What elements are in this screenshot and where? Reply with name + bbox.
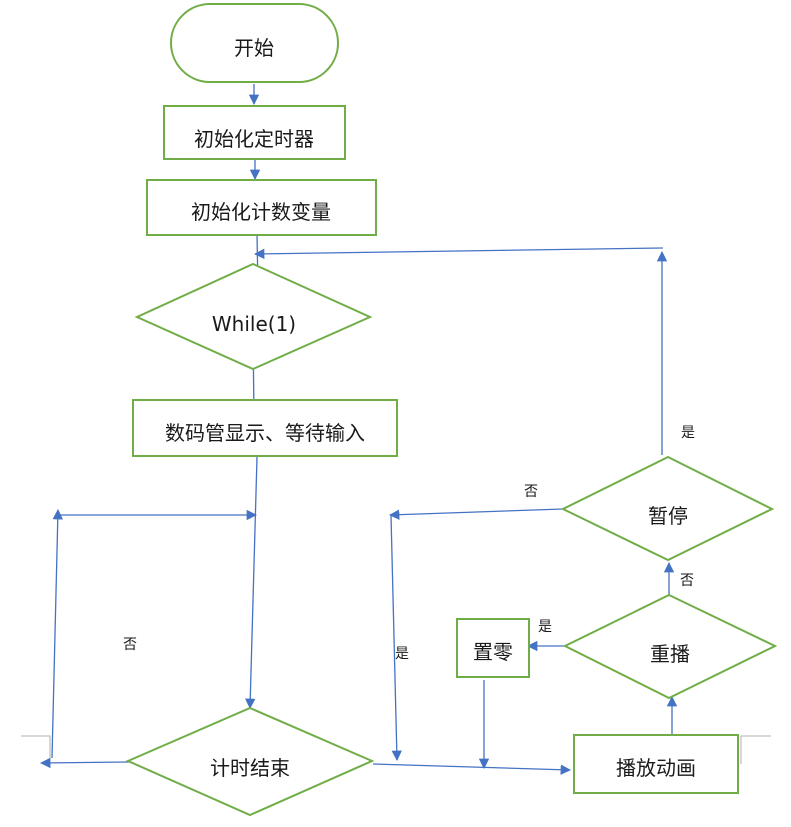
node-init-timer-label: 初始化定时器 (194, 127, 314, 151)
node-play-animation-label: 播放动画 (616, 756, 696, 780)
edge-label-pause-yes: 是 (681, 425, 695, 441)
node-init-counter[interactable]: 初始化计数变量 (146, 179, 377, 236)
edge-pause-no (388, 508, 564, 762)
node-display-wait[interactable]: 数码管显示、等待输入 (132, 399, 398, 457)
node-start[interactable]: 开始 (170, 3, 339, 83)
process-shape (163, 105, 346, 160)
node-timer-end-label: 计时结束 (210, 756, 290, 780)
node-replay-label: 重播 (650, 642, 690, 666)
node-init-counter-label: 初始化计数变量 (191, 200, 331, 224)
node-pause-label: 暂停 (648, 504, 688, 528)
connectors (39, 84, 678, 775)
node-init-timer[interactable]: 初始化定时器 (163, 105, 346, 160)
edge-label-pause-no: 否 (524, 484, 538, 500)
edge-label-timer-no: 否 (123, 637, 137, 653)
process-shape (573, 734, 739, 794)
process-shape (456, 618, 530, 678)
decision-shape (134, 262, 373, 371)
decision-shape (560, 455, 775, 562)
process-shape (146, 179, 377, 236)
node-replay[interactable]: 重播 (562, 593, 778, 700)
edge-label-replay-no: 否 (680, 573, 694, 589)
node-reset-zero[interactable]: 置零 (456, 618, 530, 678)
node-reset-zero-label: 置零 (473, 640, 513, 664)
edge-pause-yes-loop (253, 247, 668, 455)
node-start-label: 开始 (234, 36, 274, 60)
edge-label-timer-yes: 是 (395, 646, 409, 662)
node-timer-end[interactable]: 计时结束 (125, 706, 375, 817)
terminator-shape (170, 3, 339, 83)
decision-shape (562, 593, 778, 700)
edge-display-to-timer-end (245, 456, 258, 710)
node-play-animation[interactable]: 播放动画 (573, 734, 739, 794)
node-display-wait-label: 数码管显示、等待输入 (165, 421, 365, 445)
node-pause[interactable]: 暂停 (560, 455, 775, 562)
node-while-loop-label: While(1) (212, 312, 296, 336)
crop-mark-right (740, 735, 771, 764)
edge-timer-end-no-loop (39, 508, 258, 769)
process-shape (132, 399, 398, 457)
decision-shape (125, 706, 375, 817)
edge-timer-end-yes-to-play (372, 763, 572, 775)
node-while-loop[interactable]: While(1) (134, 262, 373, 371)
edge-label-replay-yes: 是 (538, 619, 552, 635)
crop-mark-left (21, 735, 51, 768)
